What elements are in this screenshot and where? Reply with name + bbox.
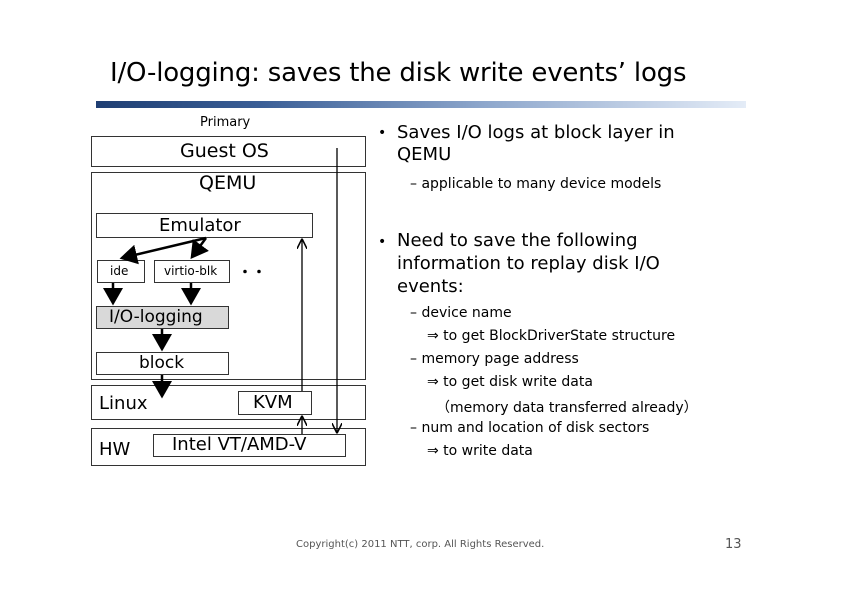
device-ide-label: ide — [110, 264, 129, 278]
qemu-label: QEMU — [199, 172, 257, 194]
block-box: block — [96, 352, 229, 375]
qemu-box: QEMU — [91, 172, 366, 380]
bullet-2-sub-2: ⇒ to get BlockDriverState structure — [427, 328, 676, 344]
guest-os-label: Guest OS — [180, 140, 269, 162]
page-number: 13 — [725, 537, 742, 552]
linux-label: Linux — [99, 393, 148, 414]
emulator-box: Emulator — [96, 213, 313, 238]
more-devices-ellipsis: ・・ — [238, 265, 266, 281]
emulator-label: Emulator — [159, 215, 241, 236]
bullet-2-line-3: events: — [397, 276, 464, 297]
guest-os-box: Guest OS — [91, 136, 366, 167]
device-virtio-blk-label: virtio-blk — [164, 264, 218, 278]
intel-vt-box: Intel VT/AMD-V — [153, 434, 346, 457]
bullet-2-sub-3: – memory page address — [410, 351, 579, 367]
intel-vt-label: Intel VT/AMD-V — [172, 434, 307, 455]
kvm-label: KVM — [253, 392, 293, 413]
arrow-emulator-to-virtio — [190, 237, 209, 260]
diagram-caption: Primary — [200, 115, 251, 130]
bullet-2-sub-1: – device name — [410, 305, 512, 321]
title-underline-bar — [96, 101, 746, 108]
bullet-2-line-2: information to replay disk I/O — [397, 253, 660, 274]
block-label: block — [139, 353, 185, 373]
slide-title: I/O-logging: saves the disk write events… — [110, 58, 687, 88]
copyright-footer: Copyright(c) 2011 NTT, corp. All Rights … — [296, 539, 545, 550]
bullet-2-sub-6: – num and location of disk sectors — [410, 420, 650, 436]
bullet-2-sub-5: （memory data transferred already） — [436, 400, 698, 416]
bullet-2-sub-4: ⇒ to get disk write data — [427, 374, 593, 390]
hw-label: HW — [99, 439, 131, 460]
kvm-box: KVM — [238, 391, 312, 415]
linux-box: Linux — [91, 385, 366, 420]
bullet-2-line-1: Need to save the following — [397, 230, 638, 251]
bullet-dot: • — [378, 234, 387, 250]
bullet-dot: • — [378, 125, 387, 141]
io-logging-label: I/O-logging — [109, 307, 203, 327]
io-logging-box: I/O-logging — [96, 306, 229, 329]
bullet-1-sub-1: – applicable to many device models — [410, 176, 662, 192]
bullet-1-line-2: QEMU — [397, 144, 452, 165]
device-virtio-blk-box: virtio-blk — [154, 260, 230, 283]
bullet-2-sub-7: ⇒ to write data — [427, 443, 533, 459]
bullet-1-line-1: Saves I/O logs at block layer in — [397, 122, 675, 143]
